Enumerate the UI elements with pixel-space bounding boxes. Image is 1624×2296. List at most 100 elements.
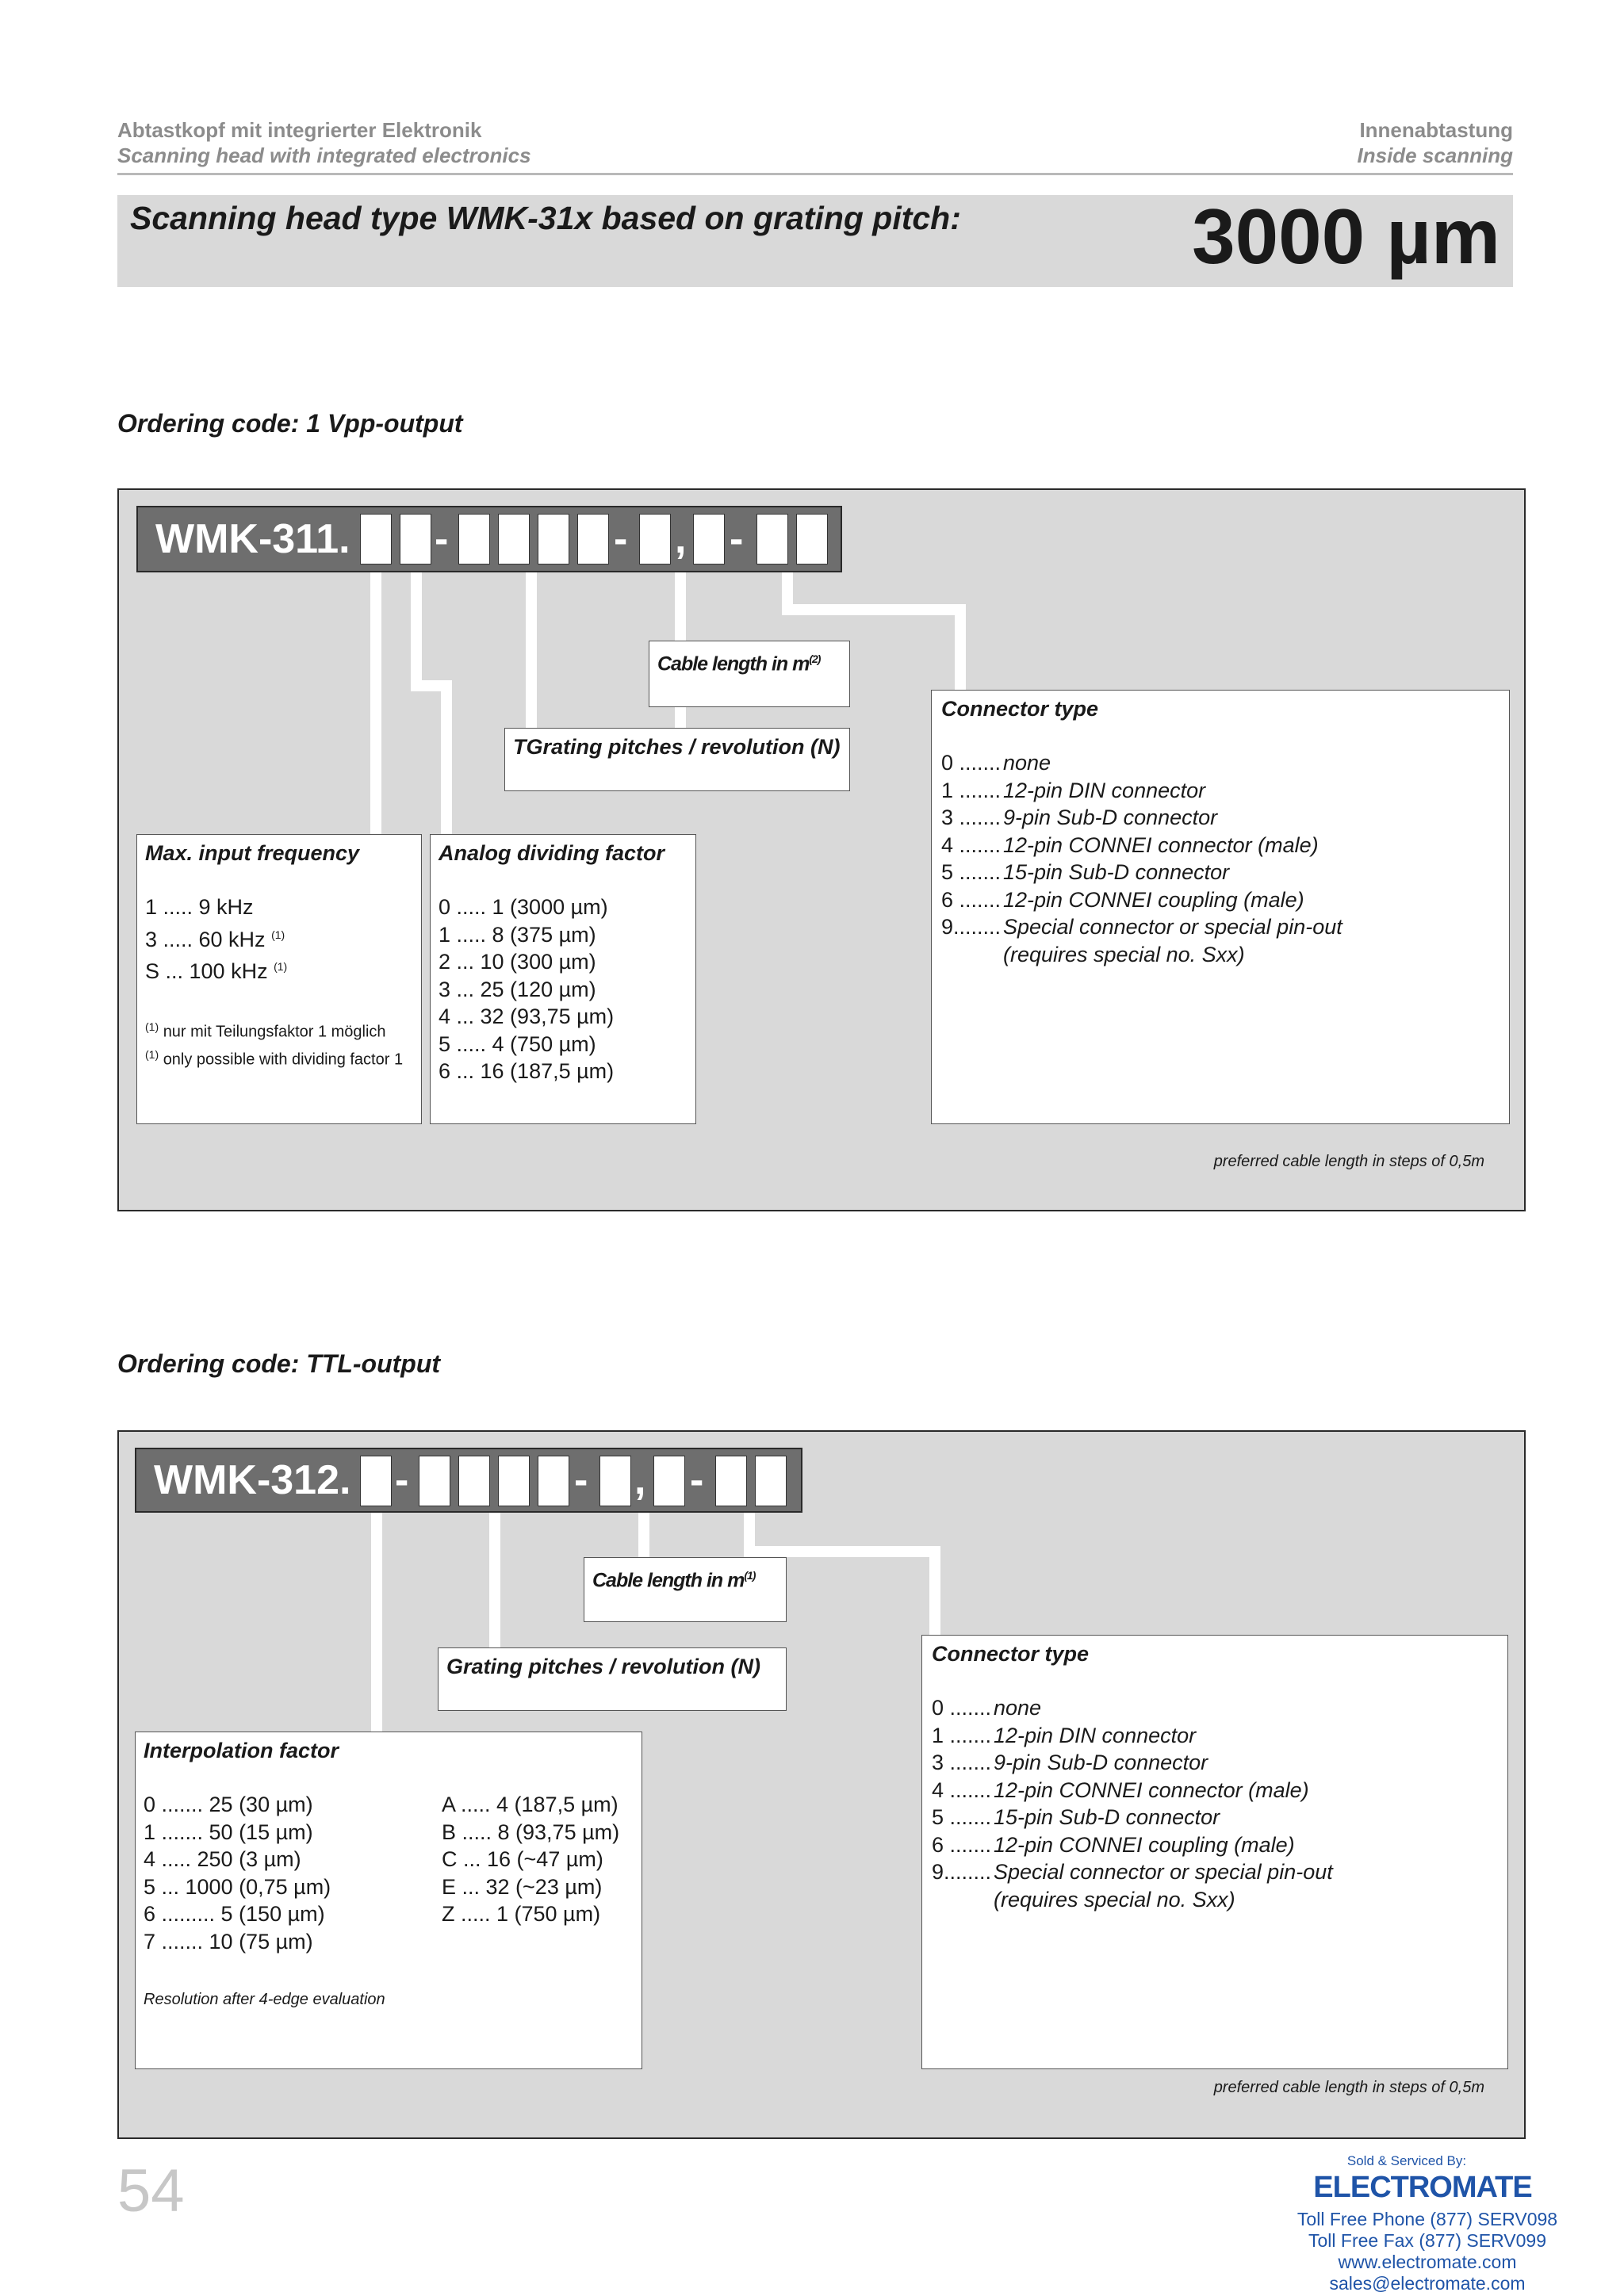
header-divider — [117, 173, 1513, 175]
connector-code: 0 ....... — [941, 751, 1002, 775]
code-slot[interactable] — [796, 514, 828, 564]
order-code-label: WMK-312. — [154, 1457, 351, 1503]
list-item: 4 .......12-pin CONNEI connector (male) — [941, 832, 1342, 859]
connector-text: 12-pin CONNEI connector (male) — [994, 1777, 1309, 1802]
vendor-email-link[interactable]: sales@electromate.com — [1329, 2273, 1526, 2294]
wire — [441, 680, 452, 837]
grating-pitches-label: TGrating pitches / revolution (N) — [513, 735, 841, 759]
connector-code: 9........ — [932, 1860, 992, 1884]
grating-pitches-box: TGrating pitches / revolution (N) — [504, 728, 850, 791]
code-separator: , — [675, 516, 687, 562]
vendor-contact: Toll Free Phone (877) SERV098 Toll Free … — [1285, 2209, 1570, 2294]
code-slot[interactable] — [653, 1456, 685, 1506]
code-slot[interactable] — [755, 1456, 787, 1506]
interpolation-list-left: 0 ....... 25 (30 µm)1 ....... 50 (15 µm)… — [144, 1791, 331, 1955]
connector-text: 12-pin CONNEI coupling (male) — [994, 1832, 1295, 1857]
interpolation-list-right: A ..... 4 (187,5 µm)B ..... 8 (93,75 µm)… — [442, 1791, 619, 1928]
connector-code: 4 ....... — [941, 832, 1002, 857]
connector-code: 4 ....... — [932, 1777, 992, 1802]
vendor-block: Sold & Serviced By: ELECTROMATE — [1313, 2153, 1532, 2205]
list-item: 9........Special connector or special pi… — [932, 1858, 1333, 1886]
code-slot[interactable] — [756, 514, 788, 564]
page-number: 54 — [117, 2157, 185, 2225]
wire — [955, 604, 966, 691]
connector-type-title: Connector type — [932, 1642, 1090, 1666]
code-slot[interactable] — [419, 1456, 450, 1506]
list-item: Z ..... 1 (750 µm) — [442, 1902, 601, 1926]
list-item: 7 ....... 10 (75 µm) — [144, 1929, 313, 1954]
code-slot[interactable] — [577, 514, 609, 564]
list-item: 0 ....... 25 (30 µm) — [144, 1793, 313, 1816]
list-item: 4 .......12-pin CONNEI connector (male) — [932, 1777, 1333, 1804]
interpolation-footnote: Resolution after 4-edge evaluation — [144, 1991, 385, 2008]
header-left: Abtastkopf mit integrierter Elektronik S… — [117, 117, 531, 168]
header-right: Innenabtastung Inside scanning — [1358, 117, 1514, 168]
code-slot[interactable] — [400, 514, 431, 564]
vendor-logo: ELECTROMATE — [1313, 2171, 1532, 2205]
section2-heading: Ordering code: TTL-output — [117, 1349, 441, 1378]
code-slot[interactable] — [498, 1456, 530, 1506]
code-slot[interactable] — [538, 514, 569, 564]
connector-text: none — [994, 1696, 1042, 1720]
list-item: 3 ..... 60 kHz (1) — [145, 927, 285, 951]
max-input-frequency-title: Max. input frequency — [145, 841, 360, 865]
code-slot[interactable] — [498, 514, 530, 564]
connector-text: 12-pin DIN connector — [994, 1723, 1197, 1747]
connector-text: 9-pin Sub-D connector — [994, 1751, 1208, 1774]
list-item: C ... 16 (~47 µm) — [442, 1847, 603, 1871]
wire — [370, 572, 381, 837]
list-item: 4 ... 32 (93,75 µm) — [439, 1004, 615, 1028]
wire — [638, 1513, 649, 1560]
code-slot[interactable] — [599, 1456, 631, 1506]
page-title: Scanning head type WMK-31x based on grat… — [130, 200, 961, 236]
header-right-line1: Innenabtastung — [1359, 118, 1513, 142]
vendor-website-link[interactable]: www.electromate.com — [1338, 2252, 1517, 2272]
footnote-en: (1) only possible with dividing factor 1 — [145, 1047, 404, 1069]
code-slot[interactable] — [639, 514, 671, 564]
code-slot[interactable] — [458, 514, 490, 564]
header-left-line2: Scanning head with integrated electronic… — [117, 144, 531, 167]
code-separator: , — [634, 1457, 646, 1503]
code-slot[interactable] — [715, 1456, 747, 1506]
list-item: 4 ..... 250 (3 µm) — [144, 1847, 301, 1871]
grating-pitch: 3000 µm — [1192, 193, 1500, 280]
code-slot[interactable] — [458, 1456, 490, 1506]
list-item: 0 .......none — [941, 749, 1342, 777]
connector-text: (requires special no. Sxx) — [994, 1887, 1235, 1911]
code-slot[interactable] — [360, 514, 392, 564]
connector-code: 6 ....... — [932, 1832, 992, 1857]
connector-code: 9........ — [941, 915, 1002, 939]
interpolation-factor-title: Interpolation factor — [144, 1739, 339, 1762]
analog-dividing-factor-title: Analog dividing factor — [439, 841, 665, 865]
header-right-line2: Inside scanning — [1357, 144, 1514, 167]
list-item: (requires special no. Sxx) — [932, 1886, 1333, 1914]
section1-panel: WMK-311. - - , - Cable length in m(2) TG… — [117, 488, 1526, 1211]
code-slot[interactable] — [360, 1456, 392, 1506]
connector-code: 5 ....... — [932, 1805, 992, 1829]
connector-text: 9-pin Sub-D connector — [1003, 806, 1218, 829]
connector-type-title: Connector type — [941, 697, 1099, 721]
interpolation-factor-box: Interpolation factor 0 ....... 25 (30 µm… — [135, 1732, 642, 2069]
connector-code: 1 ....... — [932, 1723, 992, 1747]
list-item: 5 ... 1000 (0,75 µm) — [144, 1874, 331, 1899]
list-item: 5 .......15-pin Sub-D connector — [941, 859, 1342, 886]
connector-text: 12-pin DIN connector — [1003, 778, 1206, 802]
order-code-bar: WMK-312. - - , - — [135, 1448, 802, 1513]
connector-code: 6 ....... — [941, 887, 1002, 912]
connector-text: 15-pin Sub-D connector — [994, 1805, 1220, 1829]
max-input-frequency-list: 1 ..... 9 kHz 3 ..... 60 kHz (1) S ... 1… — [145, 894, 287, 985]
list-item: 5 ..... 4 (750 µm) — [439, 1031, 596, 1056]
footnote-de: (1) nur mit Teilungsfaktor 1 möglich — [145, 1020, 386, 1041]
list-item: 3 .......9-pin Sub-D connector — [932, 1749, 1333, 1777]
code-slot[interactable] — [693, 514, 725, 564]
list-item: 6 ......... 5 (150 µm) — [144, 1902, 325, 1926]
list-item: 2 ... 10 (300 µm) — [439, 950, 596, 974]
code-slot[interactable] — [538, 1456, 569, 1506]
list-item: 3 ... 25 (120 µm) — [439, 977, 596, 1001]
grating-pitches-box: Grating pitches / revolution (N) — [438, 1647, 787, 1711]
cable-length-label: Cable length in m(2) — [657, 652, 821, 675]
list-item: 6 .......12-pin CONNEI coupling (male) — [932, 1831, 1333, 1859]
